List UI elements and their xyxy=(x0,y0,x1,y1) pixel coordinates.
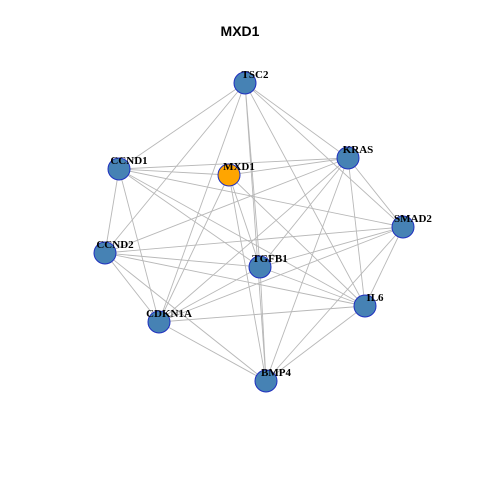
edge-tsc2-kras xyxy=(244,82,349,159)
node-label-bmp4: BMP4 xyxy=(261,367,291,379)
edge-tsc2-ccnd1 xyxy=(118,82,246,170)
node-tsc2[interactable] xyxy=(233,71,257,95)
edge-kras-ccnd1 xyxy=(118,157,349,170)
edge-il6-tgfb1 xyxy=(259,266,366,307)
edge-kras-ccnd2 xyxy=(104,157,349,254)
edge-il6-cdkn1a xyxy=(158,305,366,323)
node-bmp4[interactable] xyxy=(254,369,278,393)
edge-cdkn1a-tgfb1 xyxy=(158,266,261,323)
edge-ccnd1-tgfb1 xyxy=(118,168,261,268)
edge-kras-tgfb1 xyxy=(259,157,349,268)
edge-il6-ccnd2 xyxy=(104,252,366,307)
node-kras[interactable] xyxy=(336,146,360,170)
edge-smad2-ccnd2 xyxy=(104,226,404,254)
edge-kras-mxd1 xyxy=(228,157,349,176)
node-cdkn1a[interactable] xyxy=(147,310,171,334)
edge-ccnd2-tgfb1 xyxy=(104,252,261,268)
edge-il6-bmp4 xyxy=(265,305,366,382)
node-label-cdkn1a: CDKN1A xyxy=(146,308,192,320)
node-il6[interactable] xyxy=(353,294,377,318)
edge-ccnd1-mxd1 xyxy=(118,168,230,176)
node-label-ccnd2: CCND2 xyxy=(96,239,134,251)
edge-ccnd2-ccnd1 xyxy=(104,168,120,254)
edge-tsc2-il6 xyxy=(244,82,366,307)
graph-title: MXD1 xyxy=(221,23,260,39)
edge-tsc2-bmp4 xyxy=(244,82,267,382)
node-tgfb1[interactable] xyxy=(248,255,272,279)
edge-bmp4-cdkn1a xyxy=(158,321,267,382)
edge-smad2-bmp4 xyxy=(265,226,404,382)
edge-il6-ccnd1 xyxy=(118,168,366,307)
edge-bmp4-ccnd2 xyxy=(104,252,267,382)
edge-cdkn1a-ccnd1 xyxy=(118,168,160,323)
node-label-ccnd1: CCND1 xyxy=(110,155,147,167)
node-mxd1[interactable] xyxy=(217,163,241,187)
edge-cdkn1a-ccnd2 xyxy=(104,252,160,323)
node-label-tgfb1: TGFB1 xyxy=(252,253,287,265)
node-label-kras: KRAS xyxy=(343,144,374,156)
edge-kras-il6 xyxy=(347,157,366,307)
edge-smad2-il6 xyxy=(364,226,404,307)
node-smad2[interactable] xyxy=(391,215,415,239)
node-label-smad2: SMAD2 xyxy=(394,213,432,225)
edge-bmp4-mxd1 xyxy=(228,174,267,382)
node-ccnd2[interactable] xyxy=(93,241,117,265)
edge-tsc2-cdkn1a xyxy=(158,82,246,323)
node-label-mxd1: MXD1 xyxy=(223,161,255,173)
edges-layer xyxy=(104,82,404,382)
edge-cdkn1a-mxd1 xyxy=(158,174,230,323)
edge-tsc2-smad2 xyxy=(244,82,404,228)
edge-kras-smad2 xyxy=(347,157,404,228)
edge-mxd1-tgfb1 xyxy=(228,174,261,268)
edge-tsc2-ccnd2 xyxy=(104,82,246,254)
edge-bmp4-tgfb1 xyxy=(259,266,267,382)
edge-il6-mxd1 xyxy=(228,174,366,307)
edge-smad2-ccnd1 xyxy=(118,168,404,228)
nodes-layer xyxy=(93,71,415,393)
edge-kras-bmp4 xyxy=(265,157,349,382)
node-ccnd1[interactable] xyxy=(107,157,131,181)
node-label-il6: IL6 xyxy=(366,292,384,304)
node-label-tsc2: TSC2 xyxy=(242,69,269,81)
